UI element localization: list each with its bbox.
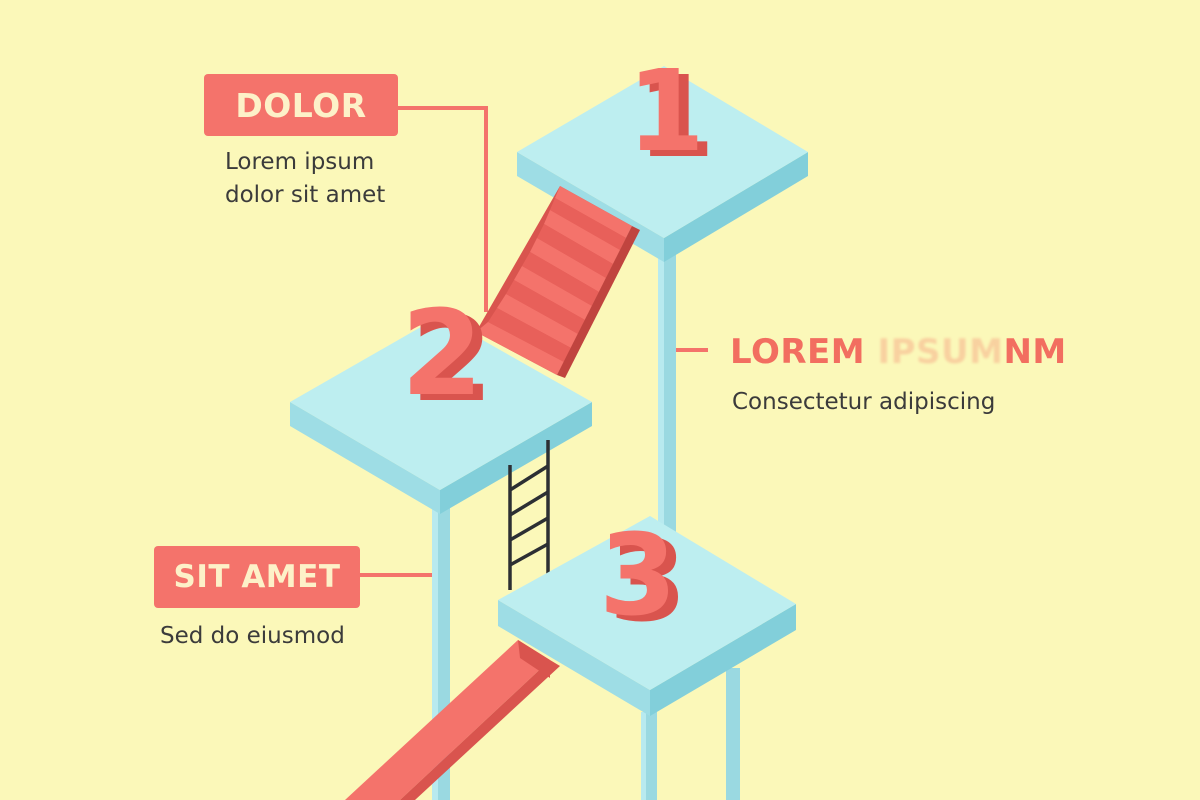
- svg-text:1: 1: [637, 53, 715, 183]
- sit-amet-title: SIT AMET: [173, 559, 341, 595]
- svg-text:1: 1: [627, 47, 705, 177]
- staircase: [476, 186, 640, 378]
- ladder: [508, 440, 550, 590]
- sit-amet-badge: SIT AMET: [154, 546, 360, 608]
- dolor-badge: DOLOR: [204, 74, 398, 136]
- ramp: [345, 640, 560, 800]
- step-1-numeral: 1 1: [627, 47, 715, 183]
- dolor-description-line-1: Lorem ipsum: [225, 149, 375, 175]
- step-3-numeral: 3 3: [599, 511, 687, 647]
- lorem-heading-tail: NM: [1003, 332, 1067, 372]
- sit-amet-description: Sed do eiusmod: [160, 623, 345, 649]
- svg-text:2: 2: [411, 290, 493, 428]
- dolor-description-line-2: dolor sit amet: [225, 181, 386, 208]
- lorem-description: Consectetur adipiscing: [732, 389, 996, 415]
- dolor-description: Lorem ipsum dolor sit amet: [225, 146, 385, 211]
- platform-3: [498, 516, 796, 800]
- lorem-heading-faded: IPSUM: [865, 332, 1004, 372]
- step-2-numeral: 2 2: [401, 284, 493, 428]
- lorem-heading: LOREM IPSUMNM: [730, 332, 1067, 372]
- svg-text:3: 3: [609, 517, 687, 647]
- lorem-heading-visible: LOREM: [730, 332, 866, 372]
- svg-text:3: 3: [599, 511, 677, 641]
- dolor-title: DOLOR: [235, 85, 367, 125]
- leader-line-dolor: [398, 106, 488, 312]
- svg-text:2: 2: [401, 284, 483, 422]
